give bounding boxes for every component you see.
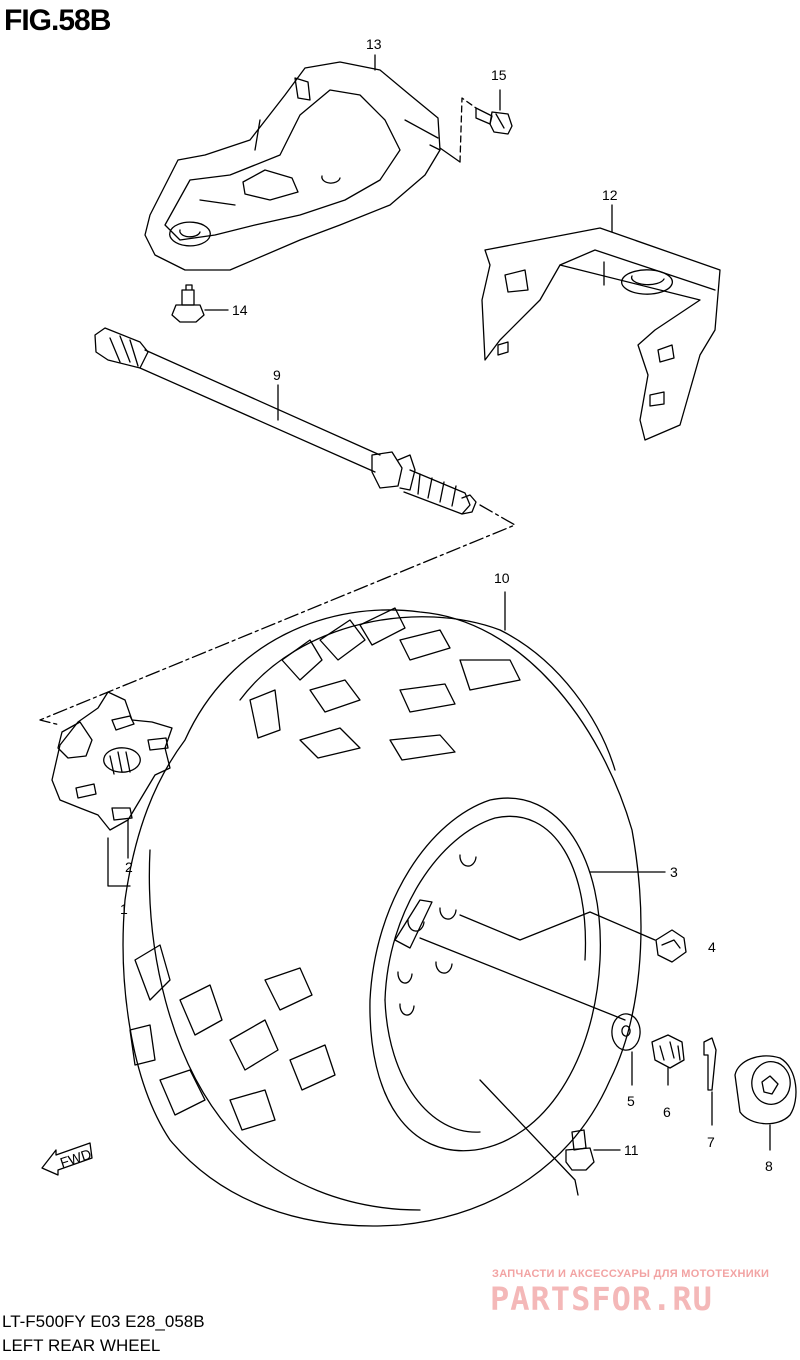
part-8-hub-cap — [734, 1055, 797, 1151]
callout-8: 8 — [765, 1158, 773, 1174]
callout-4: 4 — [708, 939, 716, 955]
callout-9: 9 — [273, 367, 281, 383]
part-12-bracket — [481, 227, 721, 441]
callout-14: 14 — [232, 302, 248, 318]
part-15-bolt — [439, 97, 513, 163]
callout-3: 3 — [670, 864, 678, 880]
part-4-nut — [655, 929, 687, 963]
callout-5: 5 — [627, 1093, 635, 1109]
fwd-label: FWD — [58, 1146, 93, 1171]
model-code: LT-F500FY E03 E28_058B — [2, 1312, 205, 1331]
assembly-lines — [107, 54, 666, 1196]
callout-15: 15 — [491, 67, 507, 83]
callout-10: 10 — [494, 570, 510, 586]
fwd-arrow-icon: FWD — [41, 1142, 93, 1176]
part-7-cotter-pin — [703, 1037, 717, 1126]
part-14-bolt — [171, 284, 205, 323]
part-5-washer — [611, 1013, 641, 1086]
callout-11: 11 — [624, 1142, 639, 1158]
part-1-2-hub — [51, 691, 173, 831]
callout-12: 12 — [602, 187, 618, 203]
watermark-logo: PARTSFOR.RU — [490, 1280, 713, 1318]
part-10-tire — [122, 607, 642, 1227]
part-11-valve — [565, 1129, 621, 1171]
figure-title: FIG.58B — [4, 4, 111, 37]
watermark-subtitle: ЗАПЧАСТИ И АКСЕССУАРЫ ДЛЯ МОТОТЕХНИКИ — [492, 1268, 770, 1280]
alignment-line — [39, 504, 516, 726]
part-6-castle-nut — [651, 1034, 685, 1086]
callout-7: 7 — [707, 1134, 715, 1150]
callout-1: 1 — [120, 901, 128, 917]
part-9-axle-shaft — [94, 327, 477, 515]
diagram-name: LEFT REAR WHEEL — [2, 1336, 161, 1355]
callout-2: 2 — [125, 859, 133, 875]
callout-13: 13 — [366, 36, 382, 52]
part-13-guard — [144, 61, 441, 271]
callout-6: 6 — [663, 1104, 671, 1120]
